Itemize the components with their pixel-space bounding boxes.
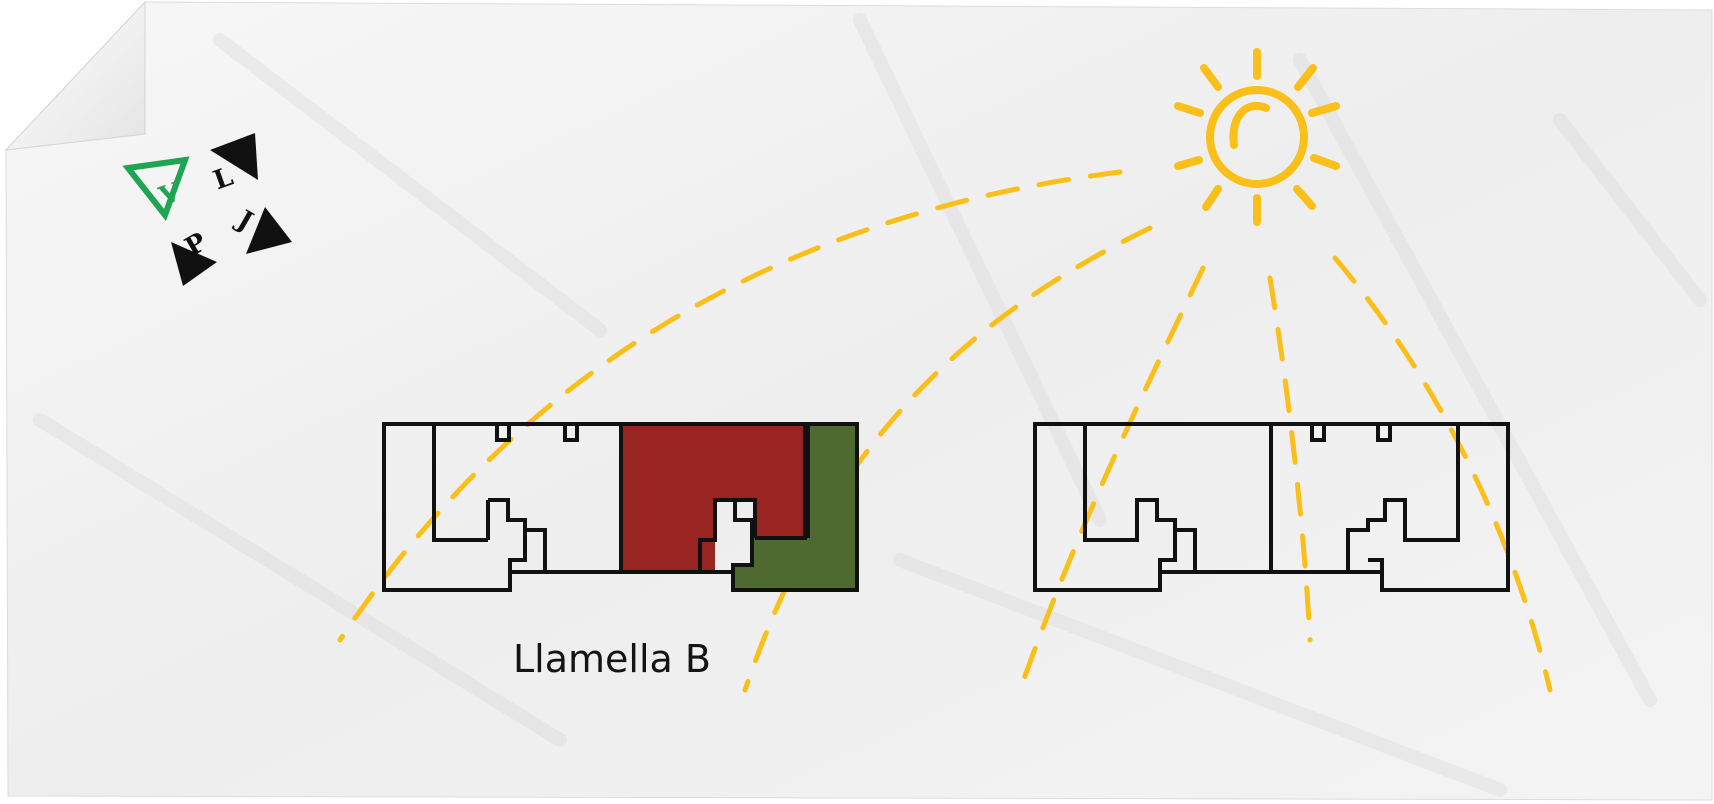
floor-plan-llamella-b	[382, 422, 859, 592]
page-curl	[4, 0, 146, 151]
sun-ray	[1332, 255, 1553, 693]
vplj-logo-icon: V L J P	[122, 133, 292, 286]
sun-icon	[1174, 48, 1340, 226]
block-label: Llamella B	[513, 637, 711, 681]
room-green	[733, 425, 857, 590]
sun-ray	[1017, 265, 1206, 693]
crumpled-paper-page	[4, 0, 1713, 801]
room-red	[623, 425, 805, 570]
sun-ray	[1267, 275, 1313, 643]
sun-ray	[742, 225, 1153, 693]
floor-plan-right-block	[1033, 422, 1510, 592]
